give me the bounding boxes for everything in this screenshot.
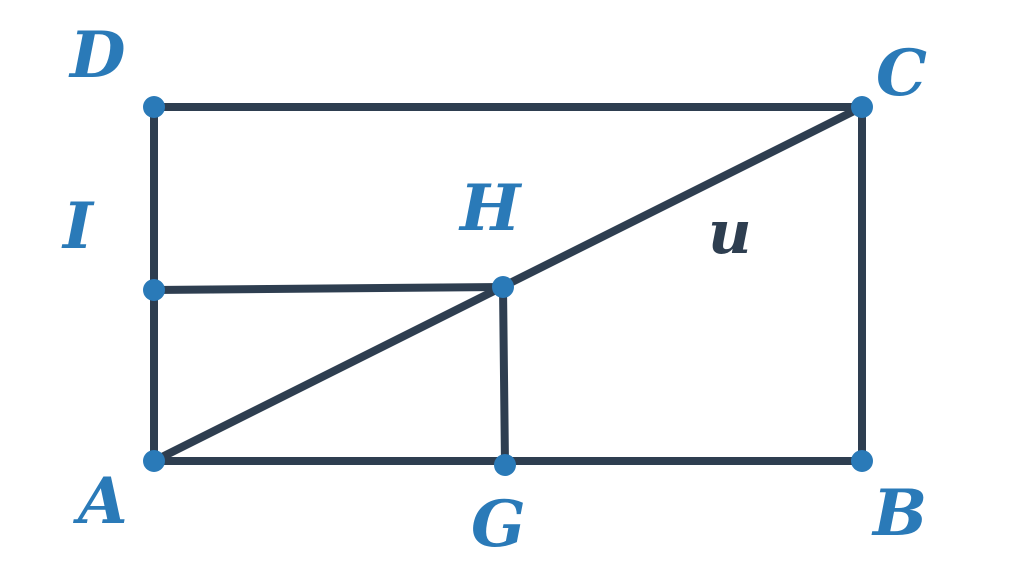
label-H: H bbox=[458, 171, 523, 246]
label-C: C bbox=[876, 36, 927, 111]
segment-IH bbox=[150, 283, 507, 294]
point-D bbox=[143, 96, 165, 118]
segment-HG bbox=[499, 283, 509, 469]
point-A bbox=[143, 450, 165, 472]
label-u: u bbox=[708, 198, 752, 268]
point-G bbox=[494, 454, 516, 476]
label-A: A bbox=[73, 464, 128, 539]
label-I: I bbox=[61, 189, 95, 264]
point-B bbox=[851, 450, 873, 472]
points-group bbox=[143, 96, 873, 476]
label-G: G bbox=[471, 487, 526, 562]
point-C bbox=[851, 96, 873, 118]
point-I bbox=[143, 279, 165, 301]
label-B: B bbox=[871, 476, 927, 551]
point-H bbox=[492, 276, 514, 298]
label-D: D bbox=[68, 18, 126, 93]
